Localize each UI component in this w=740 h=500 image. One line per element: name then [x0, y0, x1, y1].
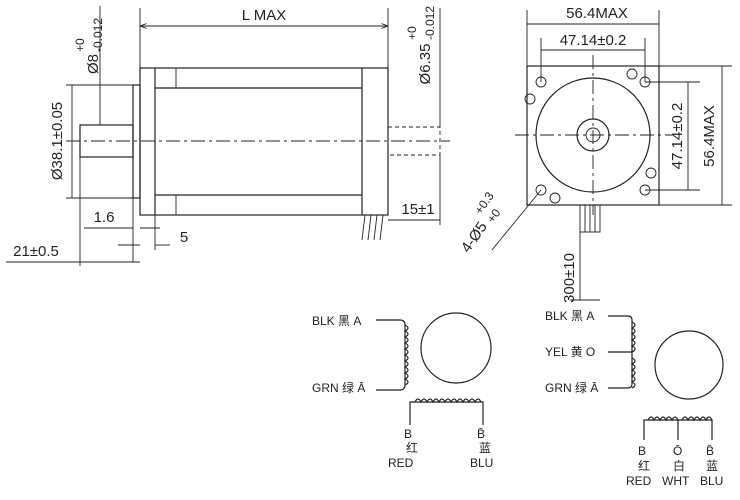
wiring-4-lead: BLK 黑 A GRN 绿 Ā B 红 RED B̄ 蓝 BLU — [312, 312, 493, 470]
height-max-label: 56.4MAX — [701, 105, 718, 167]
w4-b-en: RED — [388, 456, 414, 470]
w6-o-cn: 白 — [673, 458, 685, 473]
w6-motor-circle — [654, 330, 724, 400]
hole-spacing-v-label: 47.14±0.2 — [669, 103, 686, 170]
w4-coil-a — [376, 319, 406, 391]
w6-o-label: Ō — [673, 444, 682, 458]
wiring-6-lead: BLK 黑 A YEL 黄 O GRN 绿 Ā B 红 RED Ō 白 WHT … — [545, 309, 724, 488]
mount-holes — [524, 68, 657, 204]
rear-shaft — [387, 126, 441, 156]
w6-grn-label: GRN 绿 Ā — [545, 380, 598, 395]
holes-label: 4-Ø5 — [458, 219, 491, 256]
w6-yel-label: YEL 黄 O — [545, 345, 595, 359]
w4-grn-label: GRN 绿 Ā — [312, 380, 365, 395]
w4-b-cn: 红 — [406, 440, 418, 455]
shaft-dia-label: Ø8 — [85, 54, 102, 74]
w4-coil-b — [409, 401, 484, 425]
w6-bbar-en: BLU — [700, 474, 723, 488]
w4-blk-label: BLK 黑 A — [312, 314, 361, 328]
dim-5-label: 5 — [180, 229, 188, 246]
lead-wires — [361, 214, 384, 241]
l-max-label: L MAX — [242, 7, 286, 24]
width-max-label: 56.4MAX — [566, 5, 628, 22]
front-view: 56.4MAX 47.14±0.2 47.14±0.2 56.4MAX 4-Ø5… — [458, 5, 732, 303]
shaft-tol-upper: +0 — [73, 38, 87, 52]
rear-tol-lower: -0.012 — [423, 6, 437, 40]
rear-shaft-dia-label: Ø6.35 — [417, 44, 434, 85]
motor-body-outline — [139, 67, 389, 216]
w4-bbar-cn: 蓝 — [479, 441, 491, 455]
side-view: L MAX Ø8 +0 -0.012 Ø38.1±0.05 1.6 5 21±0… — [6, 6, 450, 266]
pilot-boss — [132, 84, 141, 199]
shaft-tol-lower: -0.012 — [91, 18, 105, 52]
w4-bbar-label: B̄ — [477, 427, 485, 441]
w6-o-en: WHT — [662, 474, 690, 488]
w4-bbar-en: BLU — [470, 456, 493, 470]
front-lead-wires — [579, 204, 601, 233]
w6-b-cn: 红 — [638, 458, 650, 473]
dim-15-label: 15±1 — [401, 201, 434, 218]
lead-length-label: 300±10 — [561, 253, 578, 303]
w6-b-label: B — [638, 444, 646, 458]
w6-bbar-cn: 蓝 — [706, 459, 718, 473]
w6-blk-label: BLK 黑 A — [545, 309, 594, 323]
w4-b-label: B — [404, 427, 412, 441]
dim-21-label: 21±0.5 — [13, 243, 59, 260]
rear-tol-upper: +0 — [405, 26, 419, 40]
w4-motor-circle — [420, 312, 492, 384]
boss-dia-label: Ø38.1±0.05 — [49, 102, 66, 180]
w6-b-en: RED — [626, 474, 652, 488]
hole-spacing-h-label: 47.14±0.2 — [560, 32, 627, 49]
dim-1-6-label: 1.6 — [94, 209, 115, 226]
w6-bbar-label: B̄ — [706, 444, 714, 458]
